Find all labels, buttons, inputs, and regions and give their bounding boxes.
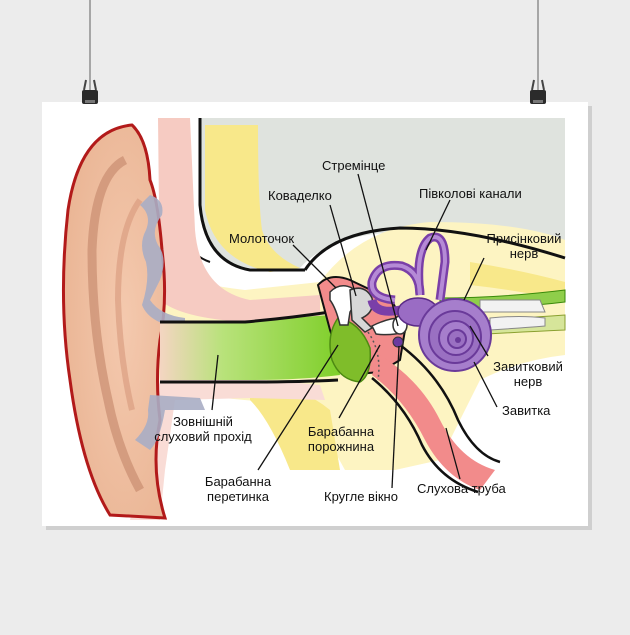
label-tympanic-cavity: Барабанна порожнина <box>298 424 384 454</box>
label-line: Барабанна <box>204 474 272 489</box>
label-malleus: Молоточок <box>229 231 295 246</box>
label-eardrum: Барабанна перетинка <box>195 474 281 504</box>
label-cochlear-nerve: Завитковий нерв <box>485 359 571 389</box>
label-line: нерв <box>509 246 539 261</box>
label-ear-canal: Зовнішній слуховий прохід <box>143 414 263 444</box>
label-line: порожнина <box>307 439 375 454</box>
bone-accent <box>250 380 340 470</box>
label-stapes: Стремінце <box>322 158 386 173</box>
auricle-fold <box>114 198 143 411</box>
label-semicircular-canals: Півколові канали <box>419 186 522 201</box>
bone-accent <box>470 262 565 300</box>
nerve-bundle <box>479 299 546 313</box>
skull-outline <box>198 118 305 272</box>
skin-layer <box>158 118 320 322</box>
label-line: перетинка <box>207 489 269 504</box>
cochlea-shape <box>418 298 492 372</box>
eustachian-tube-wall <box>399 344 501 464</box>
eustachian-tube-wall <box>371 377 479 494</box>
nerve-bundle <box>489 316 546 331</box>
round-window-shape <box>392 336 404 348</box>
binder-clip-right-icon <box>530 79 546 104</box>
skull-outline <box>303 226 566 271</box>
label-line: слуховий прохід <box>154 429 252 444</box>
label-line: нерв <box>513 374 543 389</box>
eardrum <box>329 317 372 383</box>
ear-canal-wall <box>160 310 331 324</box>
label-line: Барабанна <box>307 424 375 439</box>
label-round-window: Кругле вікно <box>324 489 398 504</box>
label-line: Присінковий <box>486 231 562 246</box>
auricle <box>61 123 168 520</box>
leader-lines <box>211 173 498 489</box>
binder-clip-left-icon <box>82 79 98 104</box>
label-vestibular-nerve: Присінковий нерв <box>478 231 570 261</box>
label-line: Завитковий <box>493 359 563 374</box>
eustachian-tube <box>372 355 495 490</box>
label-cochlea: Завитка <box>502 403 551 418</box>
ear-canal <box>160 315 340 380</box>
auricle-cartilage <box>140 195 185 328</box>
label-eustachian-tube: Слухова труба <box>417 481 506 496</box>
bone-accent <box>205 125 300 272</box>
label-incus: Коваделко <box>268 188 332 203</box>
eardrum-edge <box>367 331 380 381</box>
auricle-cartilage <box>135 395 205 450</box>
label-line: Зовнішній <box>173 414 233 429</box>
auricle-fold <box>87 155 144 493</box>
ear-canal-wall <box>160 378 339 384</box>
